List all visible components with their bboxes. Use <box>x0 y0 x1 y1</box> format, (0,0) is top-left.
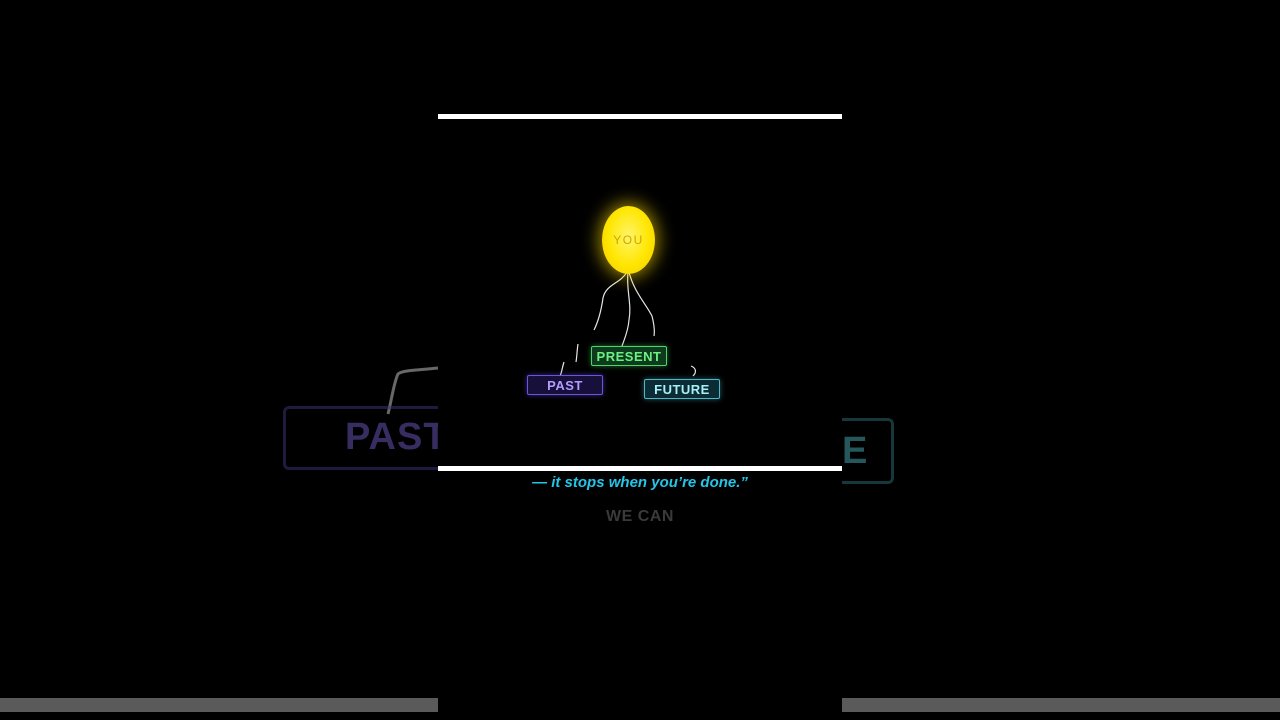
future-tag: FUTURE <box>644 379 720 399</box>
video-panel: YOU PRESENT PAST FUTURE — it stops when … <box>438 0 842 720</box>
backdrop-wire <box>386 366 439 415</box>
bottom-divider <box>438 466 842 471</box>
present-tag: PRESENT <box>591 346 667 366</box>
past-tag: PAST <box>527 375 603 395</box>
backdrop-future-label: E <box>842 430 868 472</box>
subtitle-caption: — it stops when you’re done.” <box>532 474 748 491</box>
top-divider <box>438 114 842 119</box>
you-node: YOU <box>602 206 655 274</box>
backdrop-past-label: PAST <box>345 416 448 458</box>
next-caption: WE CAN <box>606 508 674 525</box>
you-label: YOU <box>613 233 644 247</box>
connector-wires <box>559 271 697 377</box>
